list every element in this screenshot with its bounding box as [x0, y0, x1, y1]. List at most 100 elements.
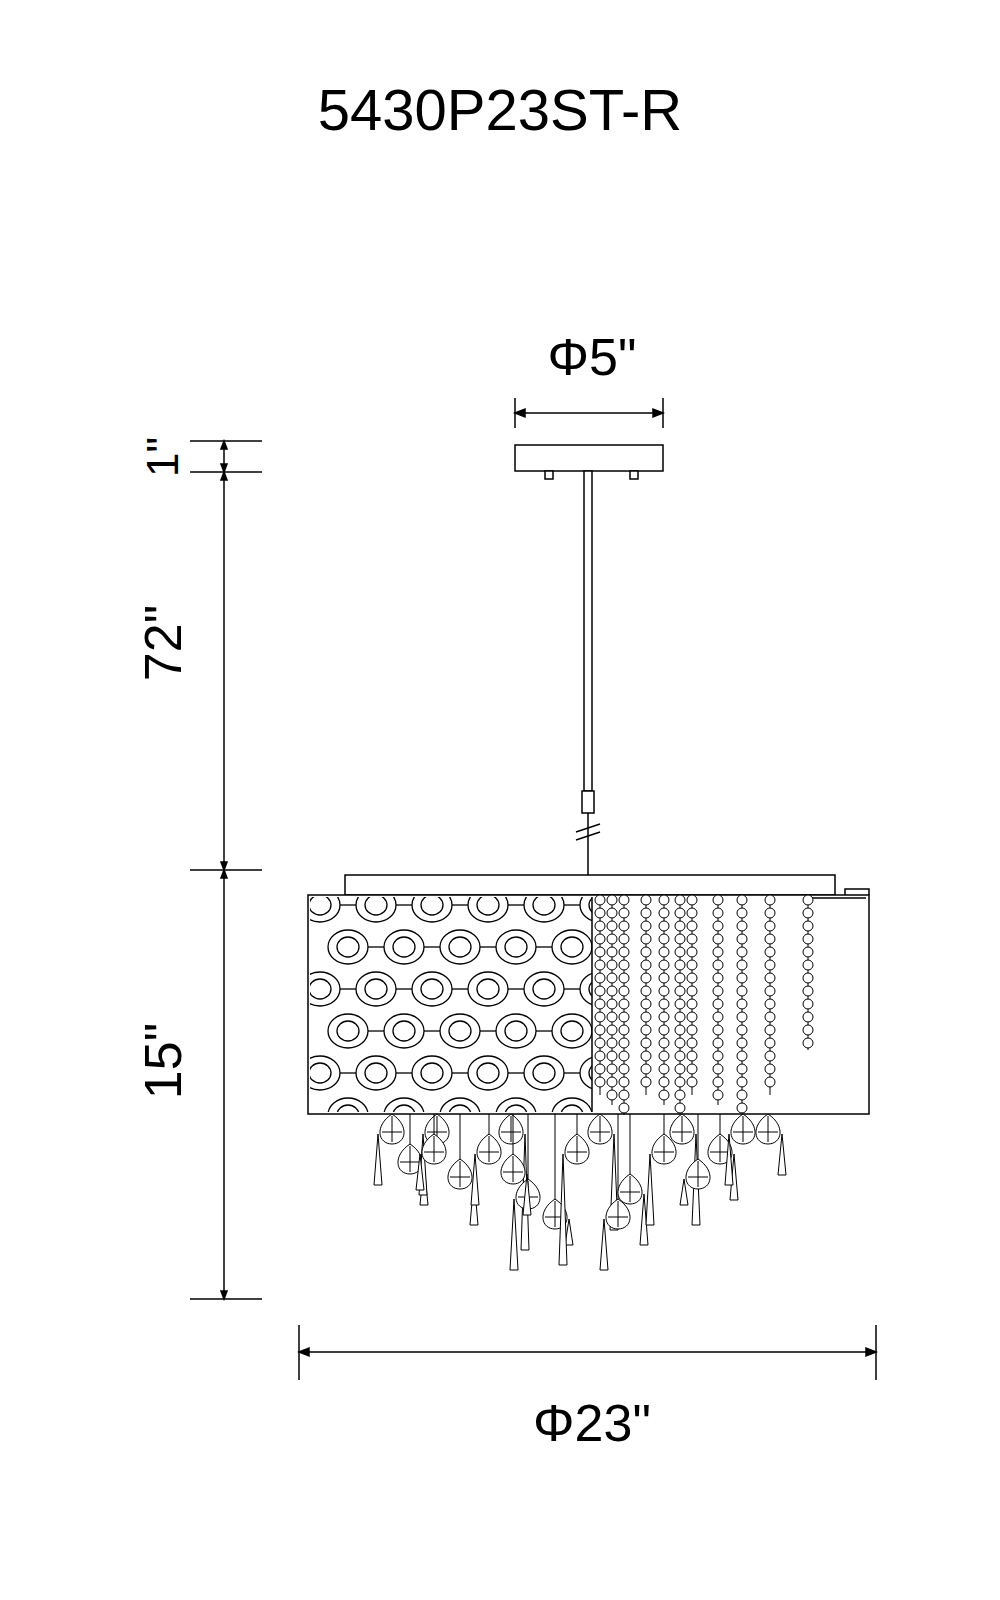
bead	[675, 973, 685, 983]
bead	[765, 986, 775, 996]
pattern-ring	[365, 1063, 387, 1083]
bead	[607, 1090, 617, 1100]
bead	[803, 908, 813, 918]
pattern-ring	[440, 1098, 480, 1112]
bead	[765, 947, 775, 957]
bead	[737, 986, 747, 996]
bead	[737, 934, 747, 944]
bead	[641, 1038, 651, 1048]
pattern-ring	[477, 897, 499, 915]
bead	[659, 1038, 669, 1048]
bead	[803, 973, 813, 983]
bead	[737, 1038, 747, 1048]
pattern-bar	[536, 1030, 552, 1031]
bead	[641, 973, 651, 983]
pattern-ring	[310, 1056, 340, 1090]
bead	[713, 1064, 723, 1074]
pattern-ring	[310, 897, 331, 915]
crystal-facet	[688, 1161, 708, 1187]
pattern-bar	[508, 988, 524, 989]
drop-wire	[664, 1114, 665, 1136]
pattern-bar	[368, 1030, 384, 1031]
crystal-facet	[733, 1116, 753, 1142]
bead	[595, 1051, 605, 1061]
pattern-bar	[564, 988, 580, 989]
bead	[595, 960, 605, 970]
bead	[619, 1077, 629, 1087]
pattern-ring	[561, 937, 583, 957]
bead	[641, 1051, 651, 1061]
bead	[659, 999, 669, 1009]
dimension-label: Φ23"	[533, 1397, 651, 1449]
bead	[765, 895, 775, 905]
drop-wire	[489, 1114, 490, 1136]
bead	[713, 986, 723, 996]
pattern-ring	[589, 979, 592, 999]
pattern-ring	[580, 972, 592, 1006]
crystal-prism	[510, 1199, 518, 1270]
bead	[737, 973, 747, 983]
bead	[675, 1103, 685, 1113]
bead	[619, 908, 629, 918]
crystal-facet	[567, 1136, 587, 1162]
crystal-ball	[448, 1159, 472, 1189]
bead	[687, 960, 697, 970]
crystal-facet	[758, 1116, 778, 1142]
bead	[607, 908, 617, 918]
pattern-ring	[561, 1021, 583, 1041]
crystal-ball	[731, 1114, 755, 1144]
bead	[737, 947, 747, 957]
pattern-ring	[524, 897, 564, 922]
crystal-facet	[382, 1116, 402, 1142]
pattern-ring	[412, 972, 452, 1006]
bead	[641, 947, 651, 957]
pattern-bar	[396, 1072, 412, 1073]
bead	[595, 921, 605, 931]
crystal-prism	[646, 1154, 654, 1225]
bead	[687, 921, 697, 931]
bead	[595, 986, 605, 996]
crystal-facet	[479, 1136, 499, 1162]
bead	[675, 1064, 685, 1074]
bead	[737, 1103, 747, 1113]
pattern-ring	[440, 930, 480, 964]
pattern-ring	[421, 979, 443, 999]
bead	[675, 1038, 685, 1048]
bead	[659, 1064, 669, 1074]
pattern-ring	[580, 1056, 592, 1090]
pattern-ring	[310, 1063, 331, 1083]
bead	[641, 986, 651, 996]
bead	[765, 960, 775, 970]
bead	[803, 934, 813, 944]
bead	[607, 895, 617, 905]
model-number: 5430P23ST-R	[318, 81, 682, 139]
bead	[687, 1025, 697, 1035]
drop-wire	[410, 1114, 411, 1146]
bead	[607, 973, 617, 983]
pattern-bar	[564, 1072, 580, 1073]
bead	[607, 960, 617, 970]
pattern-ring	[496, 930, 536, 964]
bead	[675, 1051, 685, 1061]
pattern-ring	[365, 979, 387, 999]
pattern-ring	[477, 1063, 499, 1083]
crystal-facet	[590, 1116, 610, 1142]
bead	[619, 947, 629, 957]
pattern-ring	[393, 937, 415, 957]
bead	[675, 908, 685, 918]
bead	[675, 1025, 685, 1035]
pattern-ring	[524, 972, 564, 1006]
dimension-label: Φ5"	[548, 331, 637, 383]
bead	[595, 934, 605, 944]
pattern-bar	[396, 904, 412, 905]
pattern-ring	[440, 1014, 480, 1048]
crystal-ball	[499, 1114, 523, 1144]
pattern-ring	[310, 897, 340, 922]
dimension-lines	[190, 398, 876, 1380]
bead	[765, 921, 775, 931]
bead	[675, 986, 685, 996]
pattern-ring	[533, 897, 555, 915]
crystal-prism	[416, 1154, 424, 1190]
pattern-ring	[589, 1063, 592, 1083]
bead	[687, 947, 697, 957]
